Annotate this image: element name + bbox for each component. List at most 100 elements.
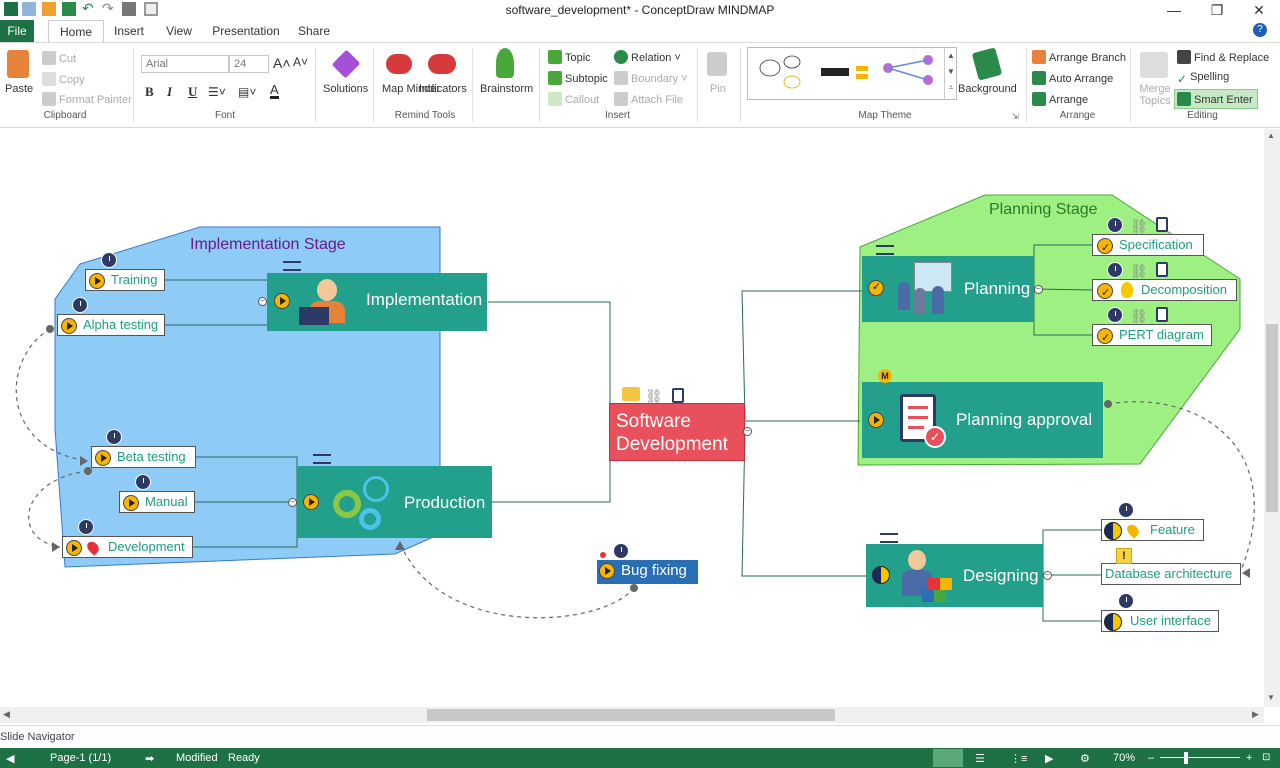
fit-page-icon[interactable]: ⊡ [1262, 752, 1271, 763]
planning-stage-label[interactable]: Planning Stage [989, 201, 1098, 218]
save-icon[interactable] [62, 2, 76, 16]
arrange-button[interactable]: Arrange [1032, 92, 1088, 106]
underline-button[interactable]: U [188, 84, 198, 99]
subtopic-button[interactable]: Subtopic [548, 71, 608, 85]
map-canvas[interactable]: Implementation Stage Planning Stage Soft… [0, 129, 1264, 707]
map-minder-button[interactable]: Map Minder [382, 83, 441, 95]
vertical-scroll-thumb[interactable] [1266, 324, 1278, 512]
subtopic-user-interface[interactable]: User interface [1101, 610, 1219, 632]
zoom-out-icon[interactable]: – [1148, 752, 1155, 764]
format-painter-button[interactable]: Format Painter [42, 92, 132, 106]
next-page-icon[interactable]: ➡ [145, 753, 155, 765]
solutions-button[interactable]: Solutions [323, 83, 369, 95]
undo-icon[interactable]: ↶ [82, 0, 94, 16]
merge-topics-button[interactable]: Merge Topics [1139, 83, 1171, 107]
vertical-scrollbar[interactable]: ▲ ▼ [1264, 129, 1280, 707]
tab-file[interactable]: File [0, 20, 34, 42]
pin-button[interactable]: Pin [710, 83, 726, 95]
topic-designing[interactable]: Designing [866, 544, 1043, 607]
topic-implementation[interactable]: Implementation [267, 273, 487, 331]
collapse-toggle[interactable]: – [288, 498, 297, 507]
collapse-toggle[interactable]: – [1043, 571, 1052, 580]
print-icon[interactable] [122, 2, 136, 16]
subtopic-decomposition[interactable]: Decomposition [1092, 279, 1237, 303]
auto-arrange-button[interactable]: Auto Arrange [1032, 71, 1113, 85]
tab-share[interactable]: Share [297, 24, 331, 38]
italic-button[interactable]: I [167, 84, 173, 99]
subtopic-beta-testing[interactable]: Beta testing [91, 446, 196, 468]
tab-insert[interactable]: Insert [113, 24, 144, 38]
topic-planning[interactable]: Planning [862, 256, 1034, 322]
zoom-in-icon[interactable]: + [1246, 752, 1253, 764]
maximize-button[interactable]: ❐ [1210, 2, 1224, 18]
new-icon[interactable] [22, 2, 36, 16]
indicators-button[interactable]: Indicators [419, 83, 467, 95]
subtopic-alpha-testing[interactable]: Alpha testing [57, 314, 165, 336]
subtopic-feature[interactable]: Feature [1101, 519, 1204, 541]
topic-bug-fixing[interactable]: Bug fixing [597, 560, 698, 584]
font-color-icon[interactable]: A [270, 82, 279, 99]
font-size-select[interactable]: 24 [229, 55, 269, 73]
scroll-down-icon[interactable]: ▼ [1267, 693, 1275, 702]
collapse-toggle[interactable]: – [743, 427, 752, 436]
settings-icon[interactable]: ⚙ [1080, 753, 1090, 765]
close-button[interactable]: ✕ [1253, 2, 1265, 18]
copy-button[interactable]: Copy [42, 72, 85, 86]
find-replace-button[interactable]: Find & Replace [1177, 50, 1269, 64]
paste-button[interactable]: Paste [5, 83, 34, 95]
map-theme-gallery[interactable]: ▲▼⩡ [747, 47, 957, 100]
bold-button[interactable]: B [145, 84, 154, 99]
topic-production[interactable]: Production [297, 466, 492, 538]
background-button[interactable]: Background [958, 83, 1017, 95]
boundary-button[interactable]: Boundary ˅ [614, 71, 688, 85]
arrange-branch-button[interactable]: Arrange Branch [1032, 50, 1126, 64]
subtopic-training[interactable]: Training [85, 269, 165, 291]
layout-view-icon[interactable] [933, 749, 963, 767]
spelling-button[interactable]: ✓Spelling [1177, 71, 1230, 86]
align-icon[interactable]: ☰˅ [208, 85, 226, 99]
shrink-font-icon[interactable]: A˅ [293, 55, 309, 69]
brainstorm-button[interactable]: Brainstorm [480, 83, 534, 95]
implementation-stage-label[interactable]: Implementation Stage [190, 236, 346, 253]
slide-navigator[interactable]: Slide Navigator [0, 725, 1280, 747]
tab-view[interactable]: View [166, 24, 192, 38]
dialog-launcher-icon[interactable]: ⇲ [1012, 112, 1019, 121]
tree-view-icon[interactable]: ⋮≡ [1010, 753, 1028, 765]
subtopic-manual[interactable]: Manual [119, 491, 195, 513]
horizontal-scrollbar[interactable]: ◀ ▶ [0, 707, 1264, 723]
redo-icon[interactable]: ↷ [102, 0, 114, 16]
tab-home[interactable]: Home [48, 20, 104, 42]
subtopic-pert-diagram[interactable]: PERT diagram [1092, 324, 1212, 348]
list-icon[interactable]: ▤˅ [238, 85, 257, 99]
zoom-slider-track[interactable] [1160, 757, 1240, 758]
subtopic-database-architecture[interactable]: Database architecture [1101, 563, 1241, 585]
theme-gallery-scroll[interactable]: ▲▼⩡ [944, 48, 957, 99]
subtopic-specification[interactable]: Specification [1092, 234, 1204, 258]
collapse-toggle[interactable]: – [1034, 285, 1043, 294]
horizontal-scroll-thumb[interactable] [427, 709, 835, 721]
font-family-select[interactable]: Arial [141, 55, 229, 73]
cut-button[interactable]: Cut [42, 51, 76, 65]
topic-planning-approval[interactable]: ✓ Planning approval [862, 382, 1103, 458]
outline-view-icon[interactable]: ☰ [975, 753, 985, 765]
scroll-right-icon[interactable]: ▶ [1252, 709, 1259, 719]
smart-enter-button[interactable]: Smart Enter [1174, 89, 1258, 109]
play-presentation-icon[interactable]: ▶ [1045, 753, 1054, 765]
scroll-up-icon[interactable]: ▲ [1267, 131, 1275, 140]
scroll-left-icon[interactable]: ◀ [3, 709, 10, 719]
central-topic[interactable]: Software Development [609, 403, 745, 461]
topic-button[interactable]: Topic [548, 50, 591, 64]
collapse-toggle[interactable]: – [258, 297, 267, 306]
grow-font-icon[interactable]: A˄ [273, 55, 291, 71]
relation-button[interactable]: Relation ˅ [614, 50, 681, 64]
tab-presentation[interactable]: Presentation [212, 24, 280, 38]
help-icon[interactable]: ? [1253, 23, 1267, 37]
zoom-slider-thumb[interactable] [1184, 752, 1188, 764]
print-preview-icon[interactable] [144, 2, 158, 16]
callout-button[interactable]: Callout [548, 92, 599, 106]
attach-file-button[interactable]: Attach File [614, 92, 683, 106]
subtopic-development[interactable]: Development [62, 536, 193, 558]
open-icon[interactable] [42, 2, 56, 16]
minimize-button[interactable]: — [1167, 2, 1181, 18]
prev-page-icon[interactable]: ◀ [6, 753, 15, 765]
